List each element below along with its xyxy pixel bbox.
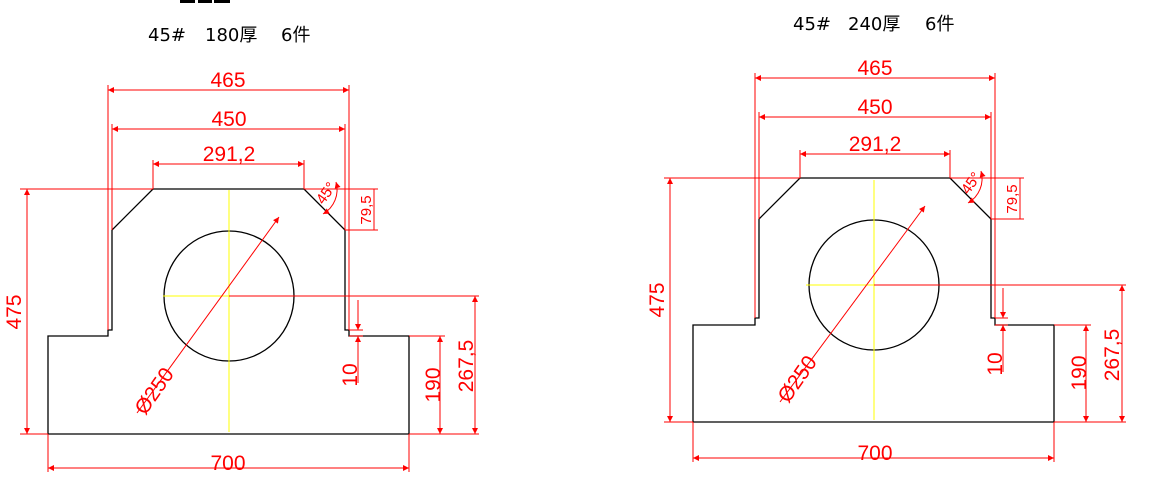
dim-top-flat: 291,2 (203, 143, 256, 166)
part-thickness: 240厚 (848, 14, 900, 35)
dim-top-flat: 291,2 (849, 133, 902, 156)
dim-chamfer-height: 79,5 (1004, 184, 1021, 213)
dim-center-height: 267,5 (455, 340, 478, 393)
dim-top-inner: 450 (211, 108, 246, 131)
part-quantity: 6件 (925, 14, 954, 35)
dim-base-width: 700 (857, 442, 892, 465)
cropped-heading-fragment (180, 0, 230, 3)
dim-base-width: 700 (210, 452, 245, 475)
dim-diameter: Ø250 (131, 364, 179, 419)
dim-top-outer: 465 (210, 69, 245, 92)
dim-base-height: 190 (1068, 355, 1091, 390)
dim-base-height: 190 (422, 367, 445, 402)
dimension-lines (664, 73, 1126, 462)
part-material: 45# (793, 14, 831, 35)
dim-overall-height: 475 (646, 282, 669, 317)
dim-top-inner: 450 (857, 96, 892, 119)
dim-chamfer-angle: 45° (958, 169, 985, 197)
dim-step: 10 (339, 363, 362, 386)
dimension-lines (20, 85, 479, 472)
part-thickness: 180厚 (205, 25, 257, 46)
drawing-left: 45# 180厚 6件 (3, 0, 479, 475)
dim-step: 10 (984, 352, 1007, 375)
dim-diameter: Ø250 (774, 352, 822, 407)
dim-chamfer-height: 79,5 (358, 195, 375, 224)
part-material: 45# (148, 25, 186, 46)
dim-overall-height: 475 (3, 294, 26, 329)
dim-top-outer: 465 (857, 57, 892, 80)
dim-chamfer-angle: 45° (313, 179, 340, 207)
part-quantity: 6件 (281, 25, 310, 46)
dim-center-height: 267,5 (1101, 329, 1124, 382)
drawing-right: 45# 240厚 6件 (646, 14, 1126, 465)
